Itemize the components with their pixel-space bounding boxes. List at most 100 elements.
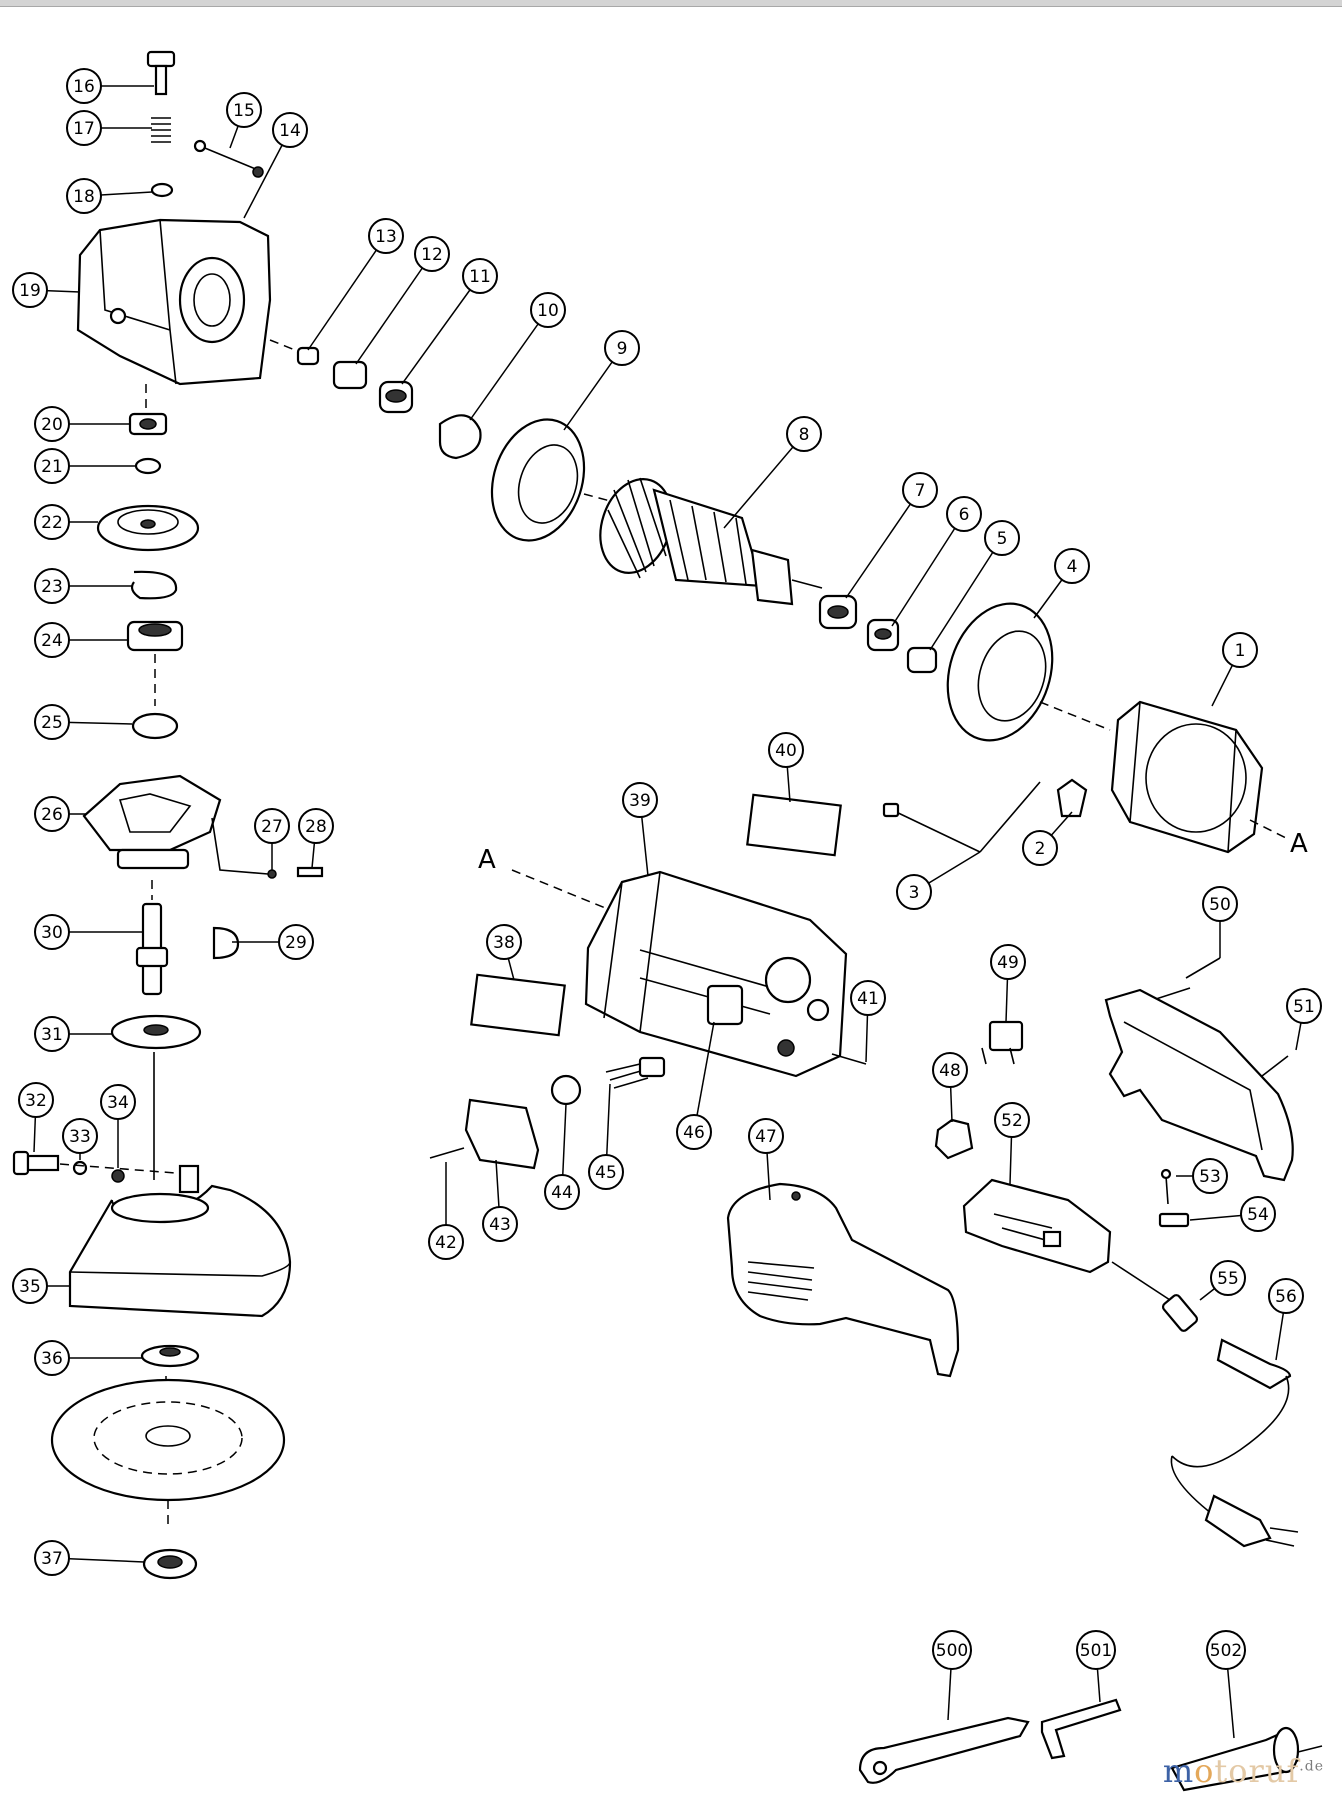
part-number-text: 15 xyxy=(233,101,255,121)
part-number-text: 35 xyxy=(19,1277,41,1297)
part-number-text: 34 xyxy=(107,1093,129,1113)
part-label-circle xyxy=(66,178,102,214)
leader-line-7 xyxy=(845,489,921,599)
part-label-36: 36 xyxy=(34,1340,70,1376)
watermark-letter-m: m xyxy=(1162,1752,1195,1790)
part-label-501: 501 xyxy=(1076,1630,1116,1670)
part-label-55: 55 xyxy=(1210,1260,1246,1296)
watermark-text: toruf xyxy=(1214,1752,1300,1790)
part-label-48: 48 xyxy=(932,1052,968,1088)
part-label-circle xyxy=(66,68,102,104)
part-label-circle xyxy=(462,258,498,294)
part-number-text: 4 xyxy=(1067,557,1078,577)
part-label-circle xyxy=(994,1102,1030,1138)
part-label-circle xyxy=(1210,1260,1246,1296)
part-label-circle xyxy=(254,808,290,844)
part-label-circle xyxy=(1206,1630,1246,1670)
part-label-21: 21 xyxy=(34,448,70,484)
part-label-circle xyxy=(544,1174,580,1210)
part-label-502: 502 xyxy=(1206,1630,1246,1670)
part-number-text: 7 xyxy=(915,481,926,501)
part-label-45: 45 xyxy=(588,1154,624,1190)
part-number-text: 5 xyxy=(997,529,1008,549)
part-label-circle xyxy=(66,110,102,146)
part-number-text: 33 xyxy=(69,1127,91,1147)
part-label-56: 56 xyxy=(1268,1278,1304,1314)
part-label-4: 4 xyxy=(1054,548,1090,584)
part-label-19: 19 xyxy=(12,272,48,308)
part-label-40: 40 xyxy=(768,732,804,768)
part-label-23: 23 xyxy=(34,568,70,604)
part-label-circle xyxy=(1286,988,1322,1024)
part-number-text: 51 xyxy=(1293,997,1315,1017)
window-top-bar xyxy=(0,0,1342,7)
part-label-circle xyxy=(1054,548,1090,584)
part-label-5: 5 xyxy=(984,520,1020,556)
part-label-31: 31 xyxy=(34,1016,70,1052)
part-label-43: 43 xyxy=(482,1206,518,1242)
part-number-text: 29 xyxy=(285,933,307,953)
part-label-circle xyxy=(932,1630,972,1670)
part-label-circle xyxy=(946,496,982,532)
part-label-52: 52 xyxy=(994,1102,1030,1138)
part-number-text: 37 xyxy=(41,1549,63,1569)
part-label-circle xyxy=(486,924,522,960)
part-label-circle xyxy=(768,732,804,768)
part-label-47: 47 xyxy=(748,1118,784,1154)
part-label-circle xyxy=(1022,830,1058,866)
part-label-circle xyxy=(428,1224,464,1260)
axis-label-left: A xyxy=(478,845,496,875)
part-number-text: 26 xyxy=(41,805,63,825)
part-number-text: 39 xyxy=(629,791,651,811)
part-label-circle xyxy=(34,1016,70,1052)
part-label-26: 26 xyxy=(34,796,70,832)
part-number-text: 8 xyxy=(799,425,810,445)
part-label-42: 42 xyxy=(428,1224,464,1260)
part-label-16: 16 xyxy=(66,68,102,104)
part-number-text: 23 xyxy=(41,577,63,597)
part-number-text: 14 xyxy=(279,121,301,141)
part-label-32: 32 xyxy=(18,1082,54,1118)
part-number-text: 25 xyxy=(41,713,63,733)
leader-line-6 xyxy=(891,513,965,627)
part-label-18: 18 xyxy=(66,178,102,214)
part-label-20: 20 xyxy=(34,406,70,442)
motor-housing-parts xyxy=(429,793,867,1170)
part-label-circle xyxy=(34,796,70,832)
part-number-text: 31 xyxy=(41,1025,63,1045)
part-label-35: 35 xyxy=(12,1268,48,1304)
part-label-circle xyxy=(1192,1158,1228,1194)
part-number-text: 9 xyxy=(617,339,628,359)
part-label-circle xyxy=(12,1268,48,1304)
accessory-parts xyxy=(858,1698,1323,1792)
part-label-33: 33 xyxy=(62,1118,98,1154)
motoruf-watermark-logo: motoruf.de xyxy=(1163,1752,1324,1790)
part-label-circle xyxy=(34,406,70,442)
part-label-circle xyxy=(34,622,70,658)
gear-head-parts xyxy=(12,50,324,1580)
part-number-text: 48 xyxy=(939,1061,961,1081)
part-number-text: 32 xyxy=(25,1091,47,1111)
part-label-circle xyxy=(748,1118,784,1154)
part-label-circle xyxy=(1240,1196,1276,1232)
part-label-17: 17 xyxy=(66,110,102,146)
part-label-29: 29 xyxy=(278,924,314,960)
part-number-text: 27 xyxy=(261,817,283,837)
leader-line-8 xyxy=(723,433,805,529)
part-label-11: 11 xyxy=(462,258,498,294)
part-number-text: 12 xyxy=(421,245,443,265)
part-number-text: 52 xyxy=(1001,1111,1023,1131)
part-label-24: 24 xyxy=(34,622,70,658)
part-number-text: 3 xyxy=(909,883,920,903)
part-label-circle xyxy=(604,330,640,366)
part-label-circle xyxy=(902,472,938,508)
part-label-circle xyxy=(34,704,70,740)
part-number-text: 19 xyxy=(19,281,41,301)
part-label-circle xyxy=(226,92,262,128)
part-label-44: 44 xyxy=(544,1174,580,1210)
leader-line-10 xyxy=(469,309,549,421)
part-label-circle xyxy=(298,808,334,844)
leader-lines xyxy=(29,85,1305,1739)
part-number-text: 1 xyxy=(1235,641,1246,661)
part-number-text: 44 xyxy=(551,1183,573,1203)
